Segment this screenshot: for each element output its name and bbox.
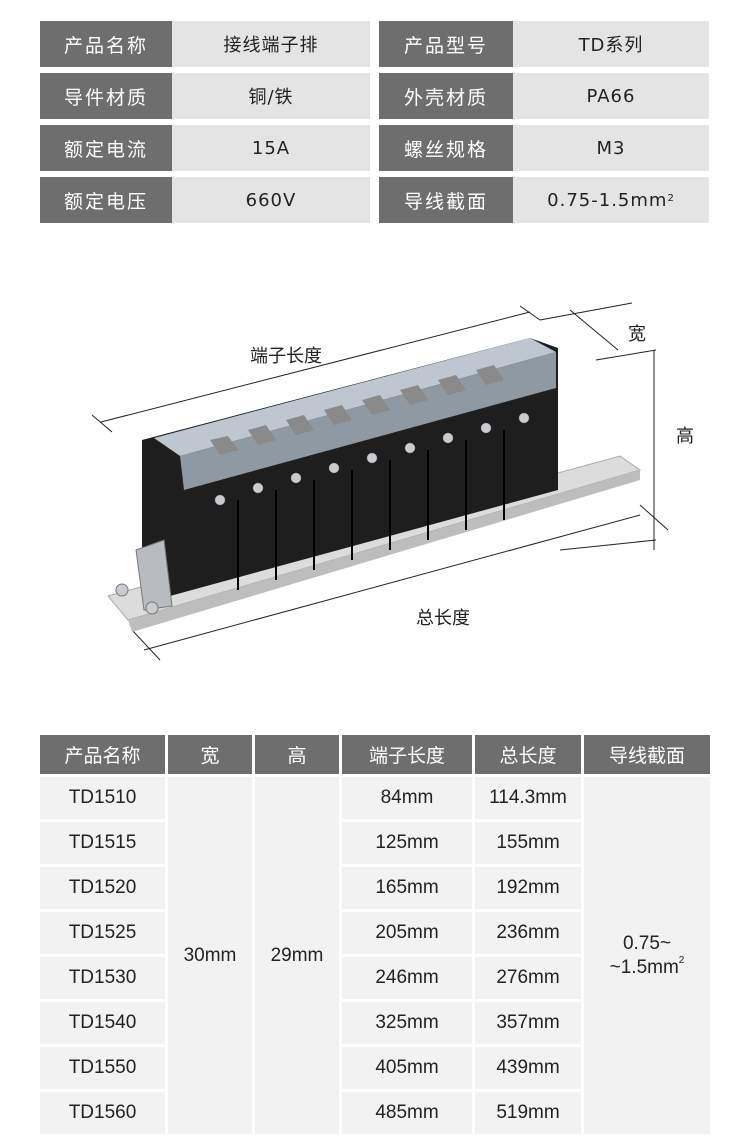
table-cell-wire-section-merged: 0.75~ ~1.5mm2 <box>584 777 710 1134</box>
spec-value-text: 0.75-1.5mm <box>547 189 668 211</box>
spec-value: 660V <box>172 177 370 223</box>
spec-pair-rated-current: 额定电流 15A <box>40 125 370 171</box>
table-cell-terminal-length: 405mm <box>342 1047 472 1089</box>
table-cell-total-length: 439mm <box>475 1047 581 1089</box>
table-cell-model: TD1540 <box>40 1002 165 1044</box>
table-cell-terminal-length: 165mm <box>342 867 472 909</box>
table-cell-height-merged: 29mm <box>255 777 339 1134</box>
column-header-model: 产品名称 <box>40 735 165 774</box>
table-header: 产品名称 宽 高 端子长度 总长度 导线截面 <box>40 735 710 774</box>
terminal-block-illustration <box>91 302 669 661</box>
table-cell-model: TD1560 <box>40 1092 165 1134</box>
table-cell-total-length: 155mm <box>475 822 581 864</box>
spec-pair-rated-voltage: 额定电压 660V <box>40 177 370 223</box>
column-header-height: 高 <box>255 735 339 774</box>
spec-value: M3 <box>513 125 709 171</box>
table-cell-model: TD1530 <box>40 957 165 999</box>
spec-label: 产品型号 <box>379 21 513 67</box>
table-cell-terminal-length: 84mm <box>342 777 472 819</box>
wire-section-line2-text: ~1.5mm <box>609 956 679 978</box>
spec-label: 产品名称 <box>40 21 172 67</box>
spec-row: 产品名称 接线端子排 产品型号 TD系列 <box>40 21 709 67</box>
spec-pair-conductor-material: 导件材质 铜/铁 <box>40 73 370 119</box>
spec-label: 螺丝规格 <box>379 125 513 171</box>
spec-pair-housing-material: 外壳材质 PA66 <box>379 73 709 119</box>
table-cell-total-length: 192mm <box>475 867 581 909</box>
table-cell-model: TD1520 <box>40 867 165 909</box>
table-cell-terminal-length: 325mm <box>342 1002 472 1044</box>
column-header-width: 宽 <box>168 735 252 774</box>
spec-label: 额定电压 <box>40 177 172 223</box>
table-cell-terminal-length: 485mm <box>342 1092 472 1134</box>
table-cell-model: TD1510 <box>40 777 165 819</box>
terminal-length-label: 端子长度 <box>250 346 322 367</box>
spec-value: 接线端子排 <box>172 21 370 67</box>
spec-value: 铜/铁 <box>172 73 370 119</box>
spec-label: 额定电流 <box>40 125 172 171</box>
spec-value: TD系列 <box>513 21 709 67</box>
height-label: 高 <box>676 426 694 447</box>
column-header-wire-section: 导线截面 <box>584 735 710 774</box>
superscript: 2 <box>667 192 675 204</box>
spec-row: 额定电流 15A 螺丝规格 M3 <box>40 125 709 171</box>
table-cell-model: TD1525 <box>40 912 165 954</box>
spec-row: 导件材质 铜/铁 外壳材质 PA66 <box>40 73 709 119</box>
spec-label: 导线截面 <box>379 177 513 223</box>
spec-value: PA66 <box>513 73 709 119</box>
column-header-total-length: 总长度 <box>475 735 581 774</box>
table-body: TD1510 TD1515 TD1520 TD1525 TD1530 TD154… <box>40 777 710 1144</box>
total-length-label: 总长度 <box>416 608 470 629</box>
spec-pair-screw-spec: 螺丝规格 M3 <box>379 125 709 171</box>
wire-section-line1: 0.75~ <box>622 932 672 954</box>
table-cell-terminal-length: 125mm <box>342 822 472 864</box>
table-cell-total-length: 519mm <box>475 1092 581 1134</box>
spec-grid: 产品名称 接线端子排 产品型号 TD系列 导件材质 铜/铁 外壳材质 PA66 … <box>40 21 709 229</box>
table-cell-total-length: 357mm <box>475 1002 581 1044</box>
table-cell-total-length: 236mm <box>475 912 581 954</box>
width-label: 宽 <box>628 324 646 345</box>
table-cell-total-length: 276mm <box>475 957 581 999</box>
superscript: 2 <box>678 955 685 967</box>
wire-section-line2: ~1.5mm2 <box>609 955 685 980</box>
product-dimension-diagram: 端子长度 宽 高 总长度 <box>60 290 730 710</box>
table-cell-total-length: 114.3mm <box>475 777 581 819</box>
table-cell-width-merged: 30mm <box>168 777 252 1134</box>
dimensions-table: 产品名称 宽 高 端子长度 总长度 导线截面 TD1510 TD1515 TD1… <box>40 735 710 1144</box>
spec-label: 外壳材质 <box>379 73 513 119</box>
column-header-terminal-length: 端子长度 <box>342 735 472 774</box>
table-cell-model: TD1550 <box>40 1047 165 1089</box>
spec-label: 导件材质 <box>40 73 172 119</box>
table-cell-model: TD1515 <box>40 822 165 864</box>
table-cell-terminal-length: 205mm <box>342 912 472 954</box>
spec-pair-product-model: 产品型号 TD系列 <box>379 21 709 67</box>
spec-pair-product-name: 产品名称 接线端子排 <box>40 21 370 67</box>
table-cell-terminal-length: 246mm <box>342 957 472 999</box>
spec-value: 15A <box>172 125 370 171</box>
